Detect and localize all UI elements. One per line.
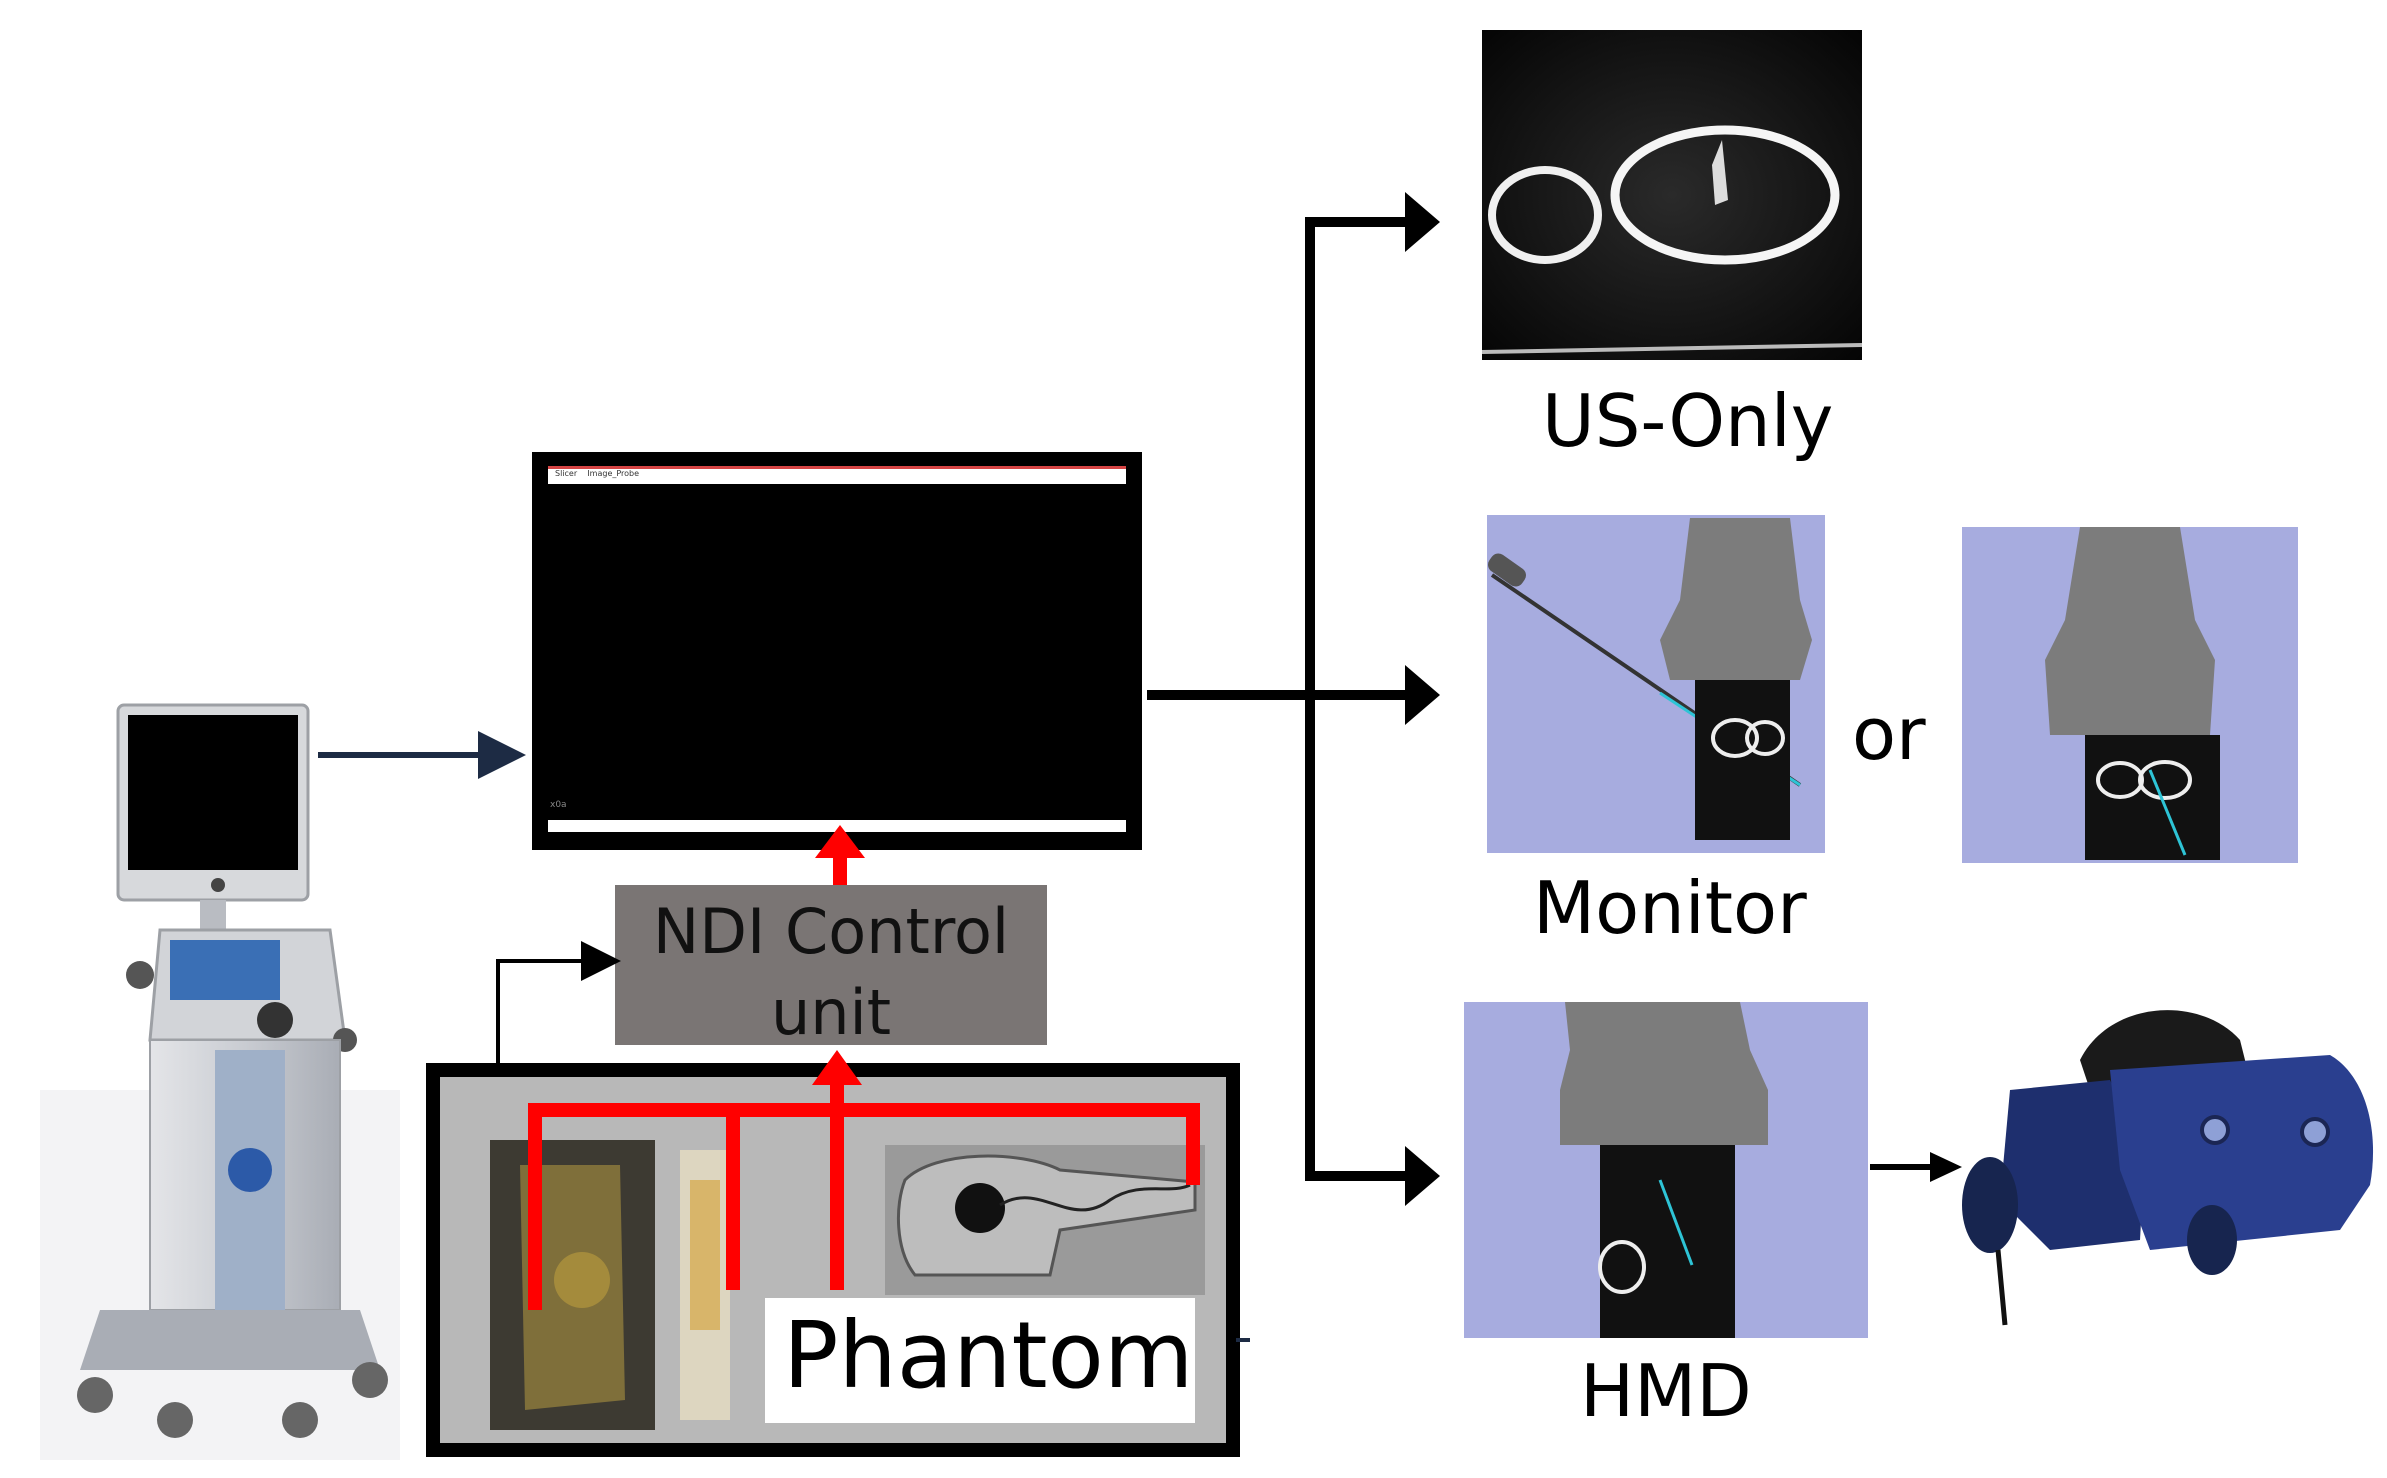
phantom-box (426, 1063, 1240, 1457)
us-only-image (1481, 30, 1863, 360)
screen-footer-text: x0a (550, 800, 567, 810)
monitor-image-1 (1487, 515, 1825, 853)
control-unit-label-line1: NDI Control (652, 895, 1010, 968)
vr-headset-image (1962, 1010, 2374, 1326)
or-label: or (1852, 692, 1926, 776)
hmd-render-image (1464, 1002, 1868, 1338)
phantom-label: Phantom (783, 1302, 1194, 1409)
monitor-label: Monitor (1533, 866, 1807, 950)
control-unit-box (615, 885, 1047, 1045)
control-unit-label-line2: unit (770, 975, 892, 1049)
hmd-label: HMD (1580, 1349, 1752, 1433)
screen-tab-bar: Slicer Image_Probe (555, 469, 639, 478)
us-only-label: US-Only (1542, 379, 1834, 463)
monitor-image-2 (1962, 527, 2298, 863)
ultrasound-machine-image (40, 703, 400, 1460)
tracking-screen (532, 452, 1142, 850)
screen-tab-slicer[interactable]: Slicer (555, 469, 578, 478)
branch-arrows (1147, 192, 1440, 1206)
control-unit-label: NDI Control unit (615, 892, 1047, 1053)
phantom-to-control-arrow (496, 941, 621, 1064)
screen-tab-image-probe[interactable]: Image_Probe (587, 469, 640, 478)
